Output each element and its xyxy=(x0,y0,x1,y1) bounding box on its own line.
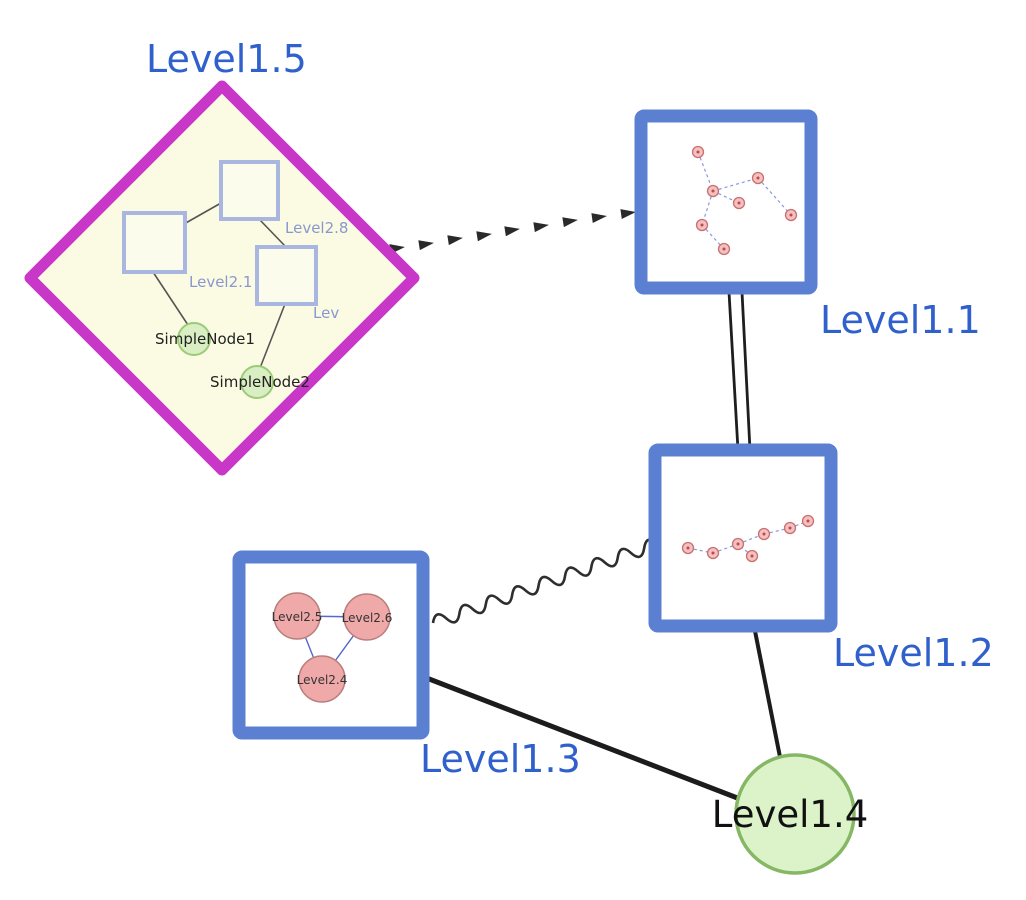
edge-level13-level12[interactable] xyxy=(431,537,660,629)
node-level14[interactable]: Level1.4 xyxy=(712,753,869,875)
node-level12-label: Level1.2 xyxy=(833,631,994,675)
node-level21[interactable] xyxy=(122,211,187,274)
level15-inner-edges xyxy=(152,202,287,369)
level11-box-shape[interactable] xyxy=(634,109,818,295)
node-simplenode2[interactable] xyxy=(240,365,274,399)
node-level11-label: Level1.1 xyxy=(820,298,981,342)
node-level26-label: Level2.6 xyxy=(342,611,393,625)
edge-level12-level14[interactable] xyxy=(752,624,782,759)
level11-mini-graph-edges xyxy=(697,151,792,250)
node-simplenode2-label: SimpleNode2 xyxy=(210,373,310,391)
node-lev-label: Lev xyxy=(313,304,339,322)
level12-box-shape[interactable] xyxy=(648,443,838,633)
node-level15[interactable]: Level2.8 Level2.1 Lev SimpleNode1 Simple… xyxy=(24,80,420,476)
node-level28-label: Level2.8 xyxy=(285,219,348,237)
node-level12[interactable] xyxy=(648,443,838,633)
level14-circle-shape[interactable] xyxy=(734,753,856,875)
node-level24-label: Level2.4 xyxy=(297,673,348,687)
edge-level13-level14[interactable] xyxy=(421,674,743,802)
level13-box-shape[interactable] xyxy=(232,550,430,740)
node-level26[interactable] xyxy=(343,593,391,641)
level15-diamond-shape[interactable] xyxy=(24,80,420,476)
node-level25[interactable] xyxy=(273,592,321,640)
level11-mini-graph-node-dots xyxy=(696,150,793,251)
edge-level11-level12[interactable] xyxy=(727,291,752,451)
edge-level15-level11[interactable] xyxy=(389,209,636,255)
node-level21-label: Level2.1 xyxy=(189,273,252,291)
level12-mini-graph-edges xyxy=(687,520,809,557)
node-level24[interactable] xyxy=(298,655,346,703)
node-level14-label: Level1.4 xyxy=(712,793,869,836)
level12-mini-graph-node-dots xyxy=(686,519,810,558)
node-lev[interactable] xyxy=(255,245,318,306)
node-level25-label: Level2.5 xyxy=(272,610,323,624)
node-level28[interactable] xyxy=(219,160,280,221)
node-level15-label: Level1.5 xyxy=(146,37,307,81)
node-level13-label: Level1.3 xyxy=(420,737,581,781)
node-simplenode1-label: SimpleNode1 xyxy=(155,330,255,348)
node-level11[interactable] xyxy=(634,109,818,295)
node-simplenode1[interactable] xyxy=(177,322,211,356)
node-level13[interactable]: Level2.5 Level2.6 Level2.4 xyxy=(232,550,430,740)
